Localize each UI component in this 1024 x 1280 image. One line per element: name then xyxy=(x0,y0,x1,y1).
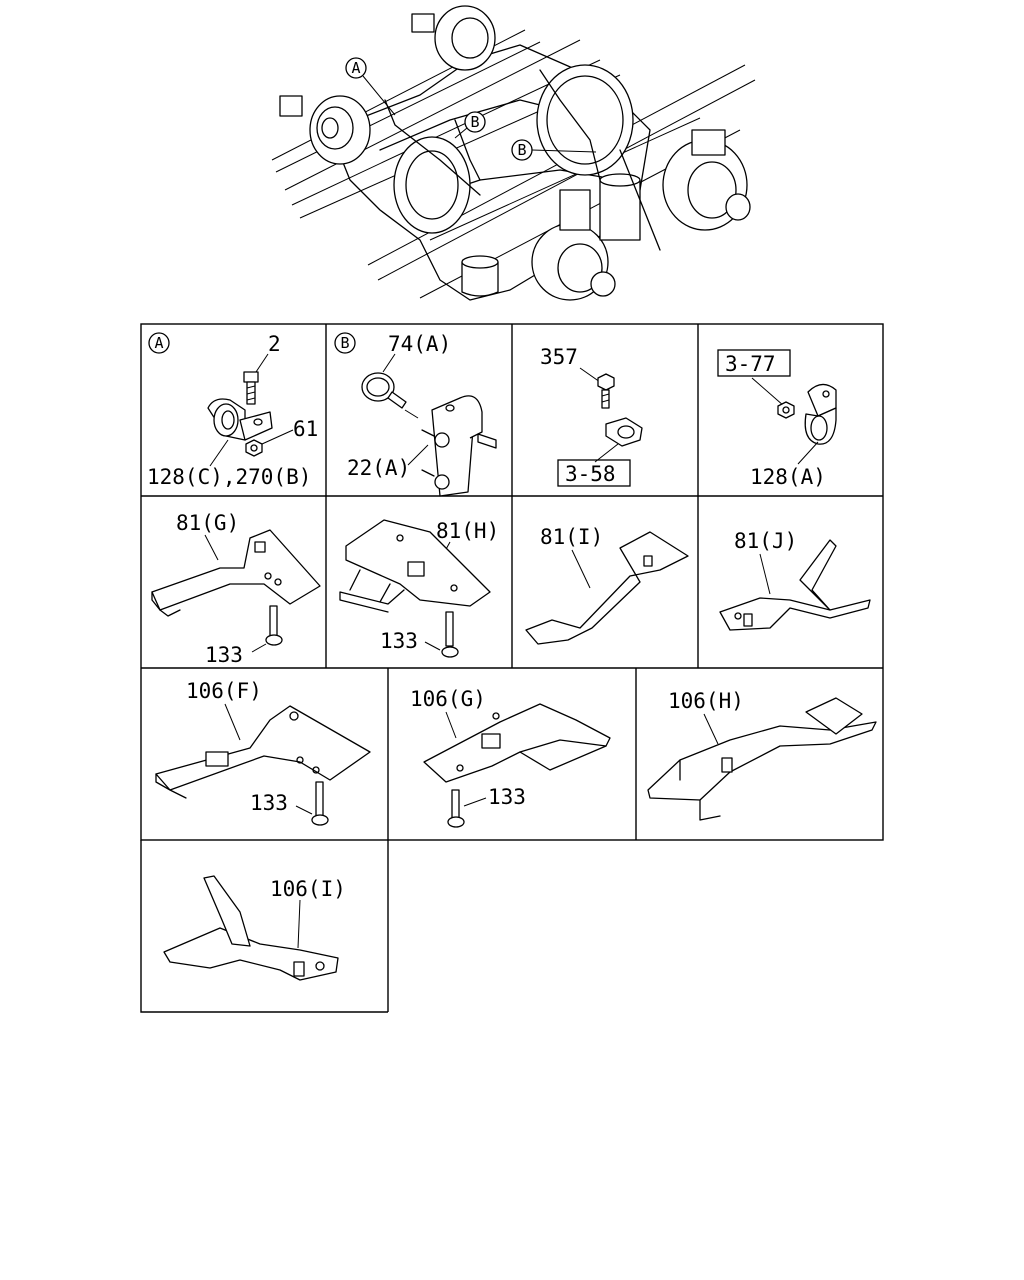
callout-b-1: B xyxy=(470,113,479,131)
label-81g: 81(G) xyxy=(176,511,239,535)
cell-k: 106(H) xyxy=(647,689,877,821)
ref-box-3-58 xyxy=(557,459,631,487)
clip-icon xyxy=(605,417,643,447)
callout-a-circle xyxy=(345,57,367,79)
plate-bracket-icon xyxy=(339,519,491,613)
label-74a: 74(A) xyxy=(388,332,451,356)
plate-bracket-icon xyxy=(151,529,321,617)
cell-e: 81(G) 133 xyxy=(151,511,321,667)
nut-icon xyxy=(245,439,263,457)
cell-d: 3-77 128(A) xyxy=(717,349,837,489)
plate-bracket-icon xyxy=(155,705,371,799)
bolt-icon xyxy=(597,373,615,409)
plate-bracket-icon xyxy=(647,697,877,821)
callout-b-2: B xyxy=(517,141,526,159)
cell-i: 106(F) 133 xyxy=(155,679,371,826)
label-133: 133 xyxy=(250,791,288,815)
cell-b: B 74(A) 22(A) xyxy=(334,332,497,497)
plate-bracket-icon xyxy=(423,703,611,783)
label-81j: 81(J) xyxy=(734,529,797,553)
cell-j: 106(G) 133 xyxy=(410,687,611,828)
axle-assembly-overview: A B B xyxy=(271,5,756,301)
label-2: 2 xyxy=(268,332,281,356)
label-357: 357 xyxy=(540,345,578,369)
ref-box-3-77 xyxy=(717,349,791,377)
parts-grid xyxy=(140,323,884,1013)
callout-b1-circle xyxy=(464,111,486,133)
plate-bracket-icon xyxy=(719,539,871,631)
bracket-icon xyxy=(421,395,497,497)
label-106f: 106(F) xyxy=(186,679,262,703)
label-22a: 22(A) xyxy=(347,456,410,480)
cell-g: 81(I) xyxy=(525,525,689,645)
nut-icon xyxy=(777,401,795,419)
label-61: 61 xyxy=(293,417,318,441)
cell-b-letter: B xyxy=(340,334,349,352)
callout-a: A xyxy=(351,59,360,77)
label-133: 133 xyxy=(488,785,526,809)
ref-3-58: 3-58 xyxy=(565,462,616,486)
bolt-icon xyxy=(311,781,329,826)
clamp-icon xyxy=(207,398,273,441)
ref-3-77: 3-77 xyxy=(725,352,776,376)
cell-a-letter: A xyxy=(154,334,163,352)
label-106h: 106(H) xyxy=(668,689,744,713)
label-133: 133 xyxy=(205,643,243,667)
plate-bracket-icon xyxy=(163,875,339,981)
label-133: 133 xyxy=(380,629,418,653)
label-81i: 81(I) xyxy=(540,525,603,549)
label-106g: 106(G) xyxy=(410,687,486,711)
label-106i: 106(I) xyxy=(270,877,346,901)
cell-c: 357 3-58 xyxy=(540,345,643,487)
cell-a: A 2 61 128(C),270(B) xyxy=(147,332,318,489)
band-clamp-icon xyxy=(361,372,419,419)
clip-icon xyxy=(804,383,837,445)
label-81h: 81(H) xyxy=(436,519,499,543)
cell-l: 106(I) xyxy=(163,875,346,981)
cell-h: 81(J) xyxy=(719,529,871,631)
label-128a: 128(A) xyxy=(750,465,826,489)
plate-bracket-icon xyxy=(525,531,689,645)
bolt-icon xyxy=(447,789,465,828)
bolt-icon xyxy=(265,605,283,646)
label-128c-270b: 128(C),270(B) xyxy=(147,465,311,489)
cell-f: 81(H) 133 xyxy=(339,519,499,658)
bolt-icon xyxy=(441,611,459,658)
bolt-icon xyxy=(243,371,259,405)
